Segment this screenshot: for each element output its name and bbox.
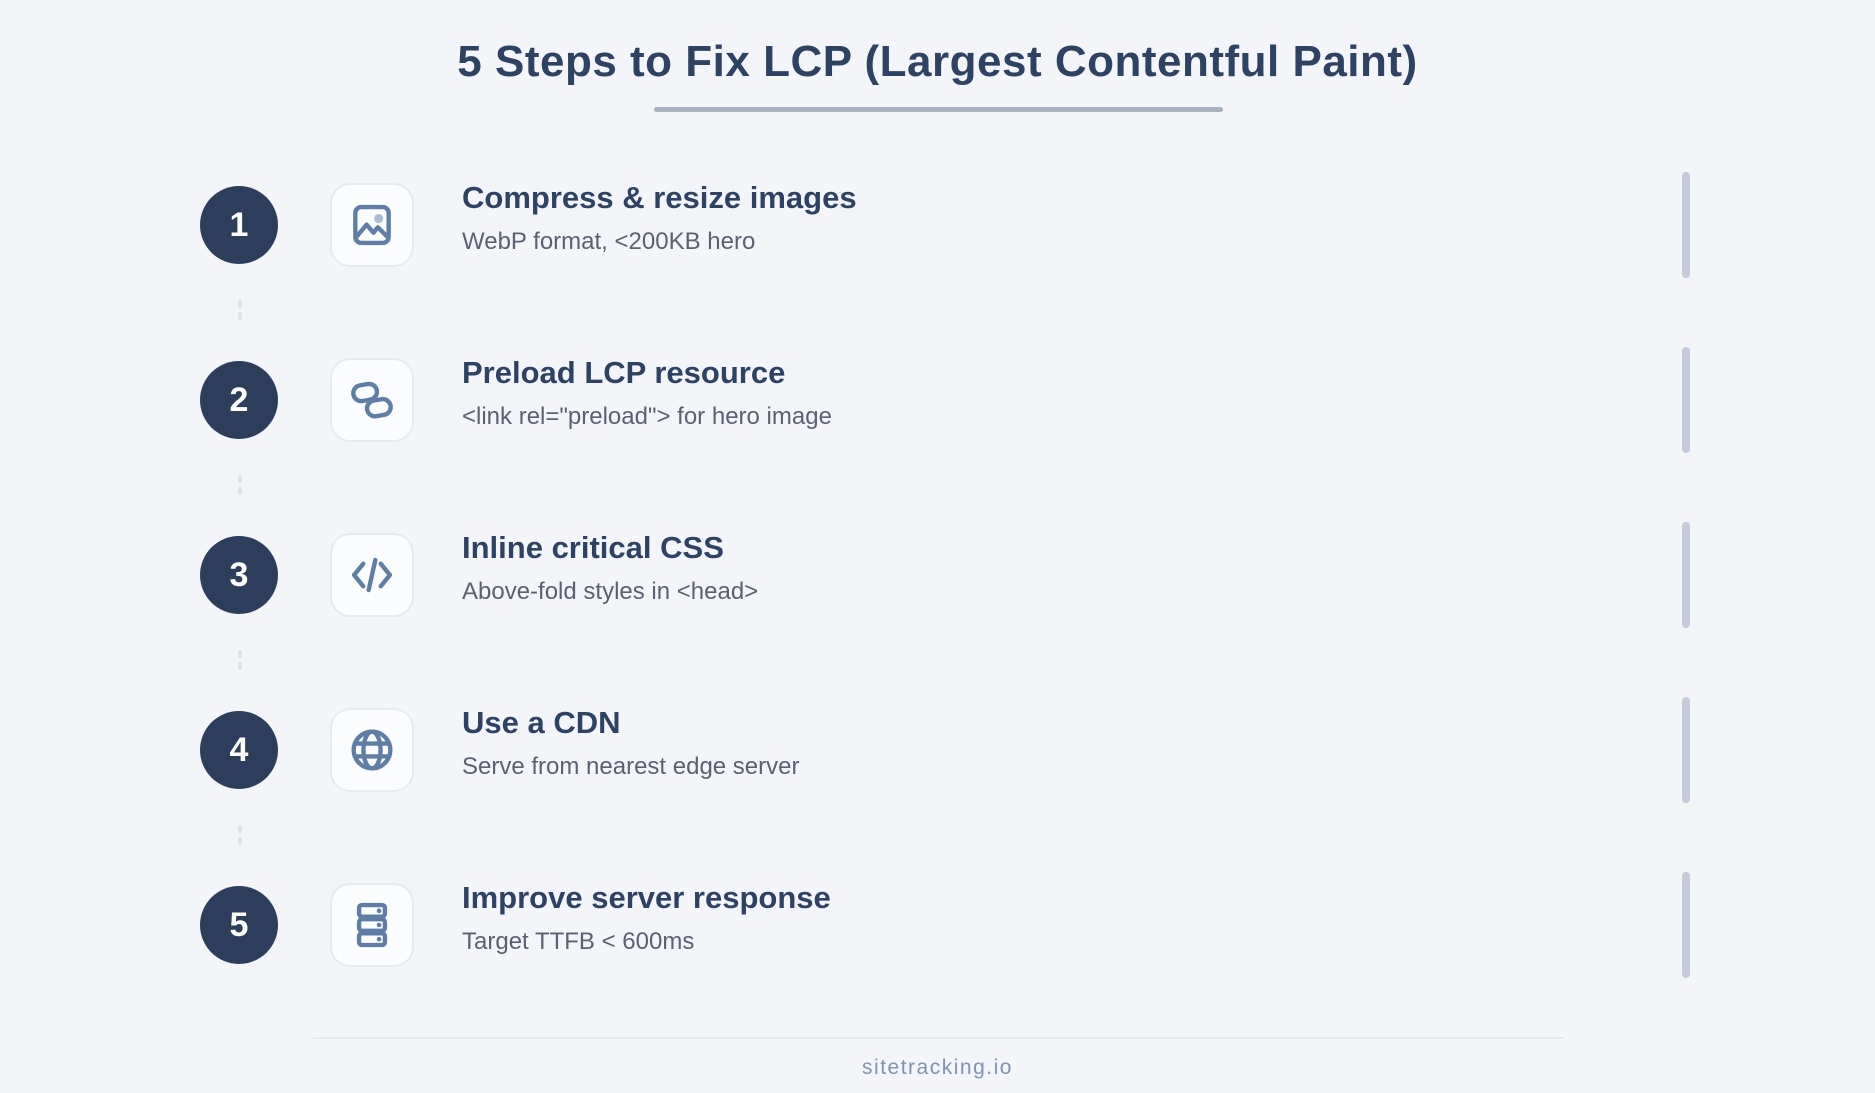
step-icon-box bbox=[330, 358, 414, 442]
step-side-bar bbox=[1682, 347, 1690, 453]
step-number-badge: 1 bbox=[200, 186, 278, 264]
step-number-badge: 4 bbox=[200, 711, 278, 789]
step-side-bar bbox=[1682, 522, 1690, 628]
step-title: Compress & resize images bbox=[462, 180, 857, 215]
brand-footer: sitetracking.io bbox=[862, 1056, 1013, 1079]
step-title: Improve server response bbox=[462, 880, 831, 915]
globe-icon bbox=[351, 729, 393, 771]
step-row-4: 4 Use a CDN Serve from nearest edge serv… bbox=[0, 663, 1875, 845]
step-number: 3 bbox=[229, 555, 249, 594]
step-number: 1 bbox=[229, 205, 249, 244]
page-title: 5 Steps to Fix LCP (Largest Contentful P… bbox=[457, 37, 1418, 86]
step-icon-box bbox=[330, 708, 414, 792]
title-underline bbox=[654, 107, 1223, 112]
step-subtitle: <link rel="preload"> for hero image bbox=[462, 403, 832, 430]
step-text-block: Improve server response Target TTFB < 60… bbox=[462, 878, 831, 957]
step-icon-box bbox=[330, 533, 414, 617]
step-connector-dots bbox=[238, 475, 242, 495]
server-icon bbox=[356, 902, 388, 948]
step-title: Preload LCP resource bbox=[462, 355, 786, 390]
step-row-2: 2 Preload LCP resource <link rel="preloa… bbox=[0, 313, 1875, 495]
step-subtitle: WebP format, <200KB hero bbox=[462, 228, 756, 255]
step-number: 4 bbox=[229, 730, 249, 769]
step-subtitle: Target TTFB < 600ms bbox=[462, 928, 695, 955]
image-icon bbox=[353, 204, 391, 246]
link-icon bbox=[351, 381, 393, 419]
step-connector-dots bbox=[238, 650, 242, 670]
step-text-block: Use a CDN Serve from nearest edge server bbox=[462, 703, 800, 782]
step-side-bar bbox=[1682, 172, 1690, 278]
step-row-1: 1 Compress & resize images WebP format, … bbox=[0, 138, 1875, 320]
step-side-bar bbox=[1682, 697, 1690, 803]
step-icon-box bbox=[330, 183, 414, 267]
step-number-badge: 5 bbox=[200, 886, 278, 964]
step-row-3: 3 Inline critical CSS Above-fold styles … bbox=[0, 488, 1875, 670]
step-row-5: 5 Improve server response Target TTFB < … bbox=[0, 838, 1875, 1013]
step-icon-box bbox=[330, 883, 414, 967]
step-text-block: Preload LCP resource <link rel="preload"… bbox=[462, 353, 832, 432]
step-number: 5 bbox=[229, 905, 249, 944]
step-number-badge: 3 bbox=[200, 536, 278, 614]
step-number-badge: 2 bbox=[200, 361, 278, 439]
step-subtitle: Serve from nearest edge server bbox=[462, 753, 800, 780]
step-title: Inline critical CSS bbox=[462, 530, 724, 565]
step-text-block: Compress & resize images WebP format, <2… bbox=[462, 178, 857, 257]
step-connector-dots bbox=[238, 825, 242, 845]
step-connector-dots bbox=[238, 300, 242, 320]
step-number: 2 bbox=[229, 380, 249, 419]
code-icon bbox=[351, 557, 393, 593]
footer-divider bbox=[313, 1037, 1563, 1039]
step-side-bar bbox=[1682, 872, 1690, 978]
step-subtitle: Above-fold styles in <head> bbox=[462, 578, 759, 605]
step-title: Use a CDN bbox=[462, 705, 621, 740]
step-text-block: Inline critical CSS Above-fold styles in… bbox=[462, 528, 758, 607]
